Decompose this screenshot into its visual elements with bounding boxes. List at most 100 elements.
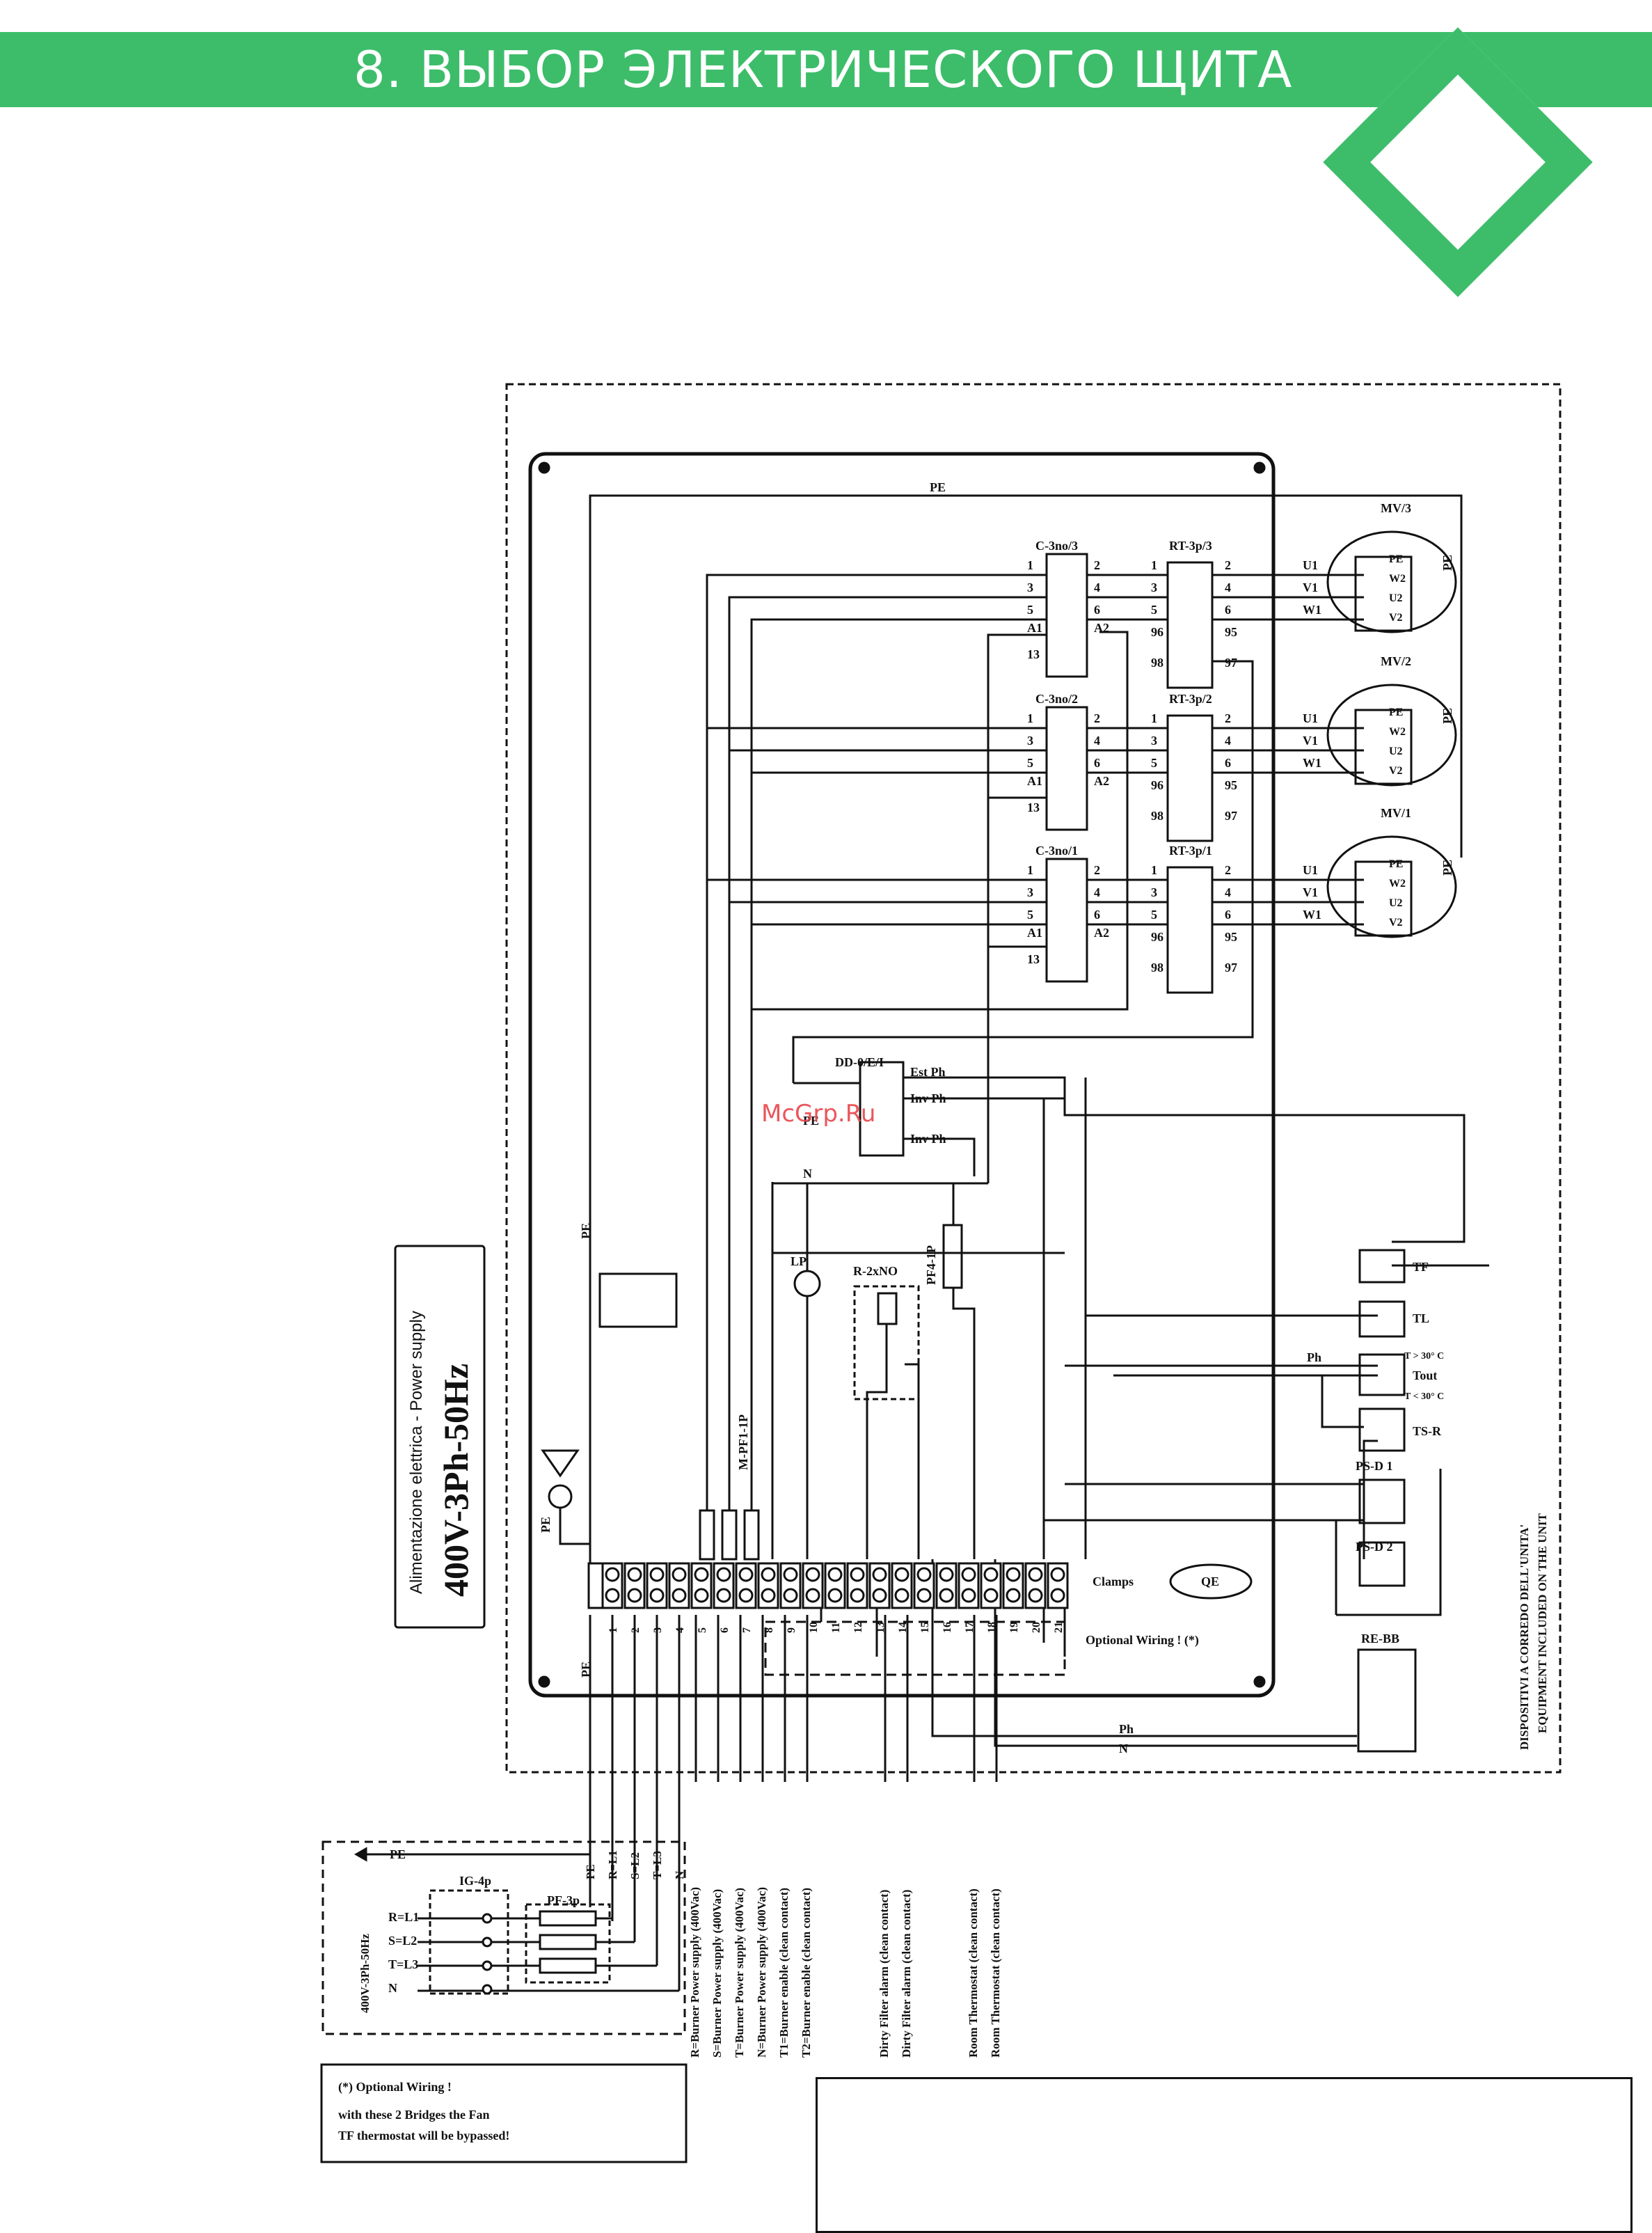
terminal-screw <box>738 1588 754 1603</box>
motor-pe-label: PE <box>1440 860 1454 876</box>
sensor-psd2 <box>1358 1541 1406 1587</box>
terminal-screw <box>761 1588 776 1603</box>
terminal-screw <box>716 1567 731 1582</box>
relay-pin: 95 <box>1225 625 1237 639</box>
relay-pin: 1 <box>1151 558 1157 572</box>
relay-pin: 98 <box>1151 809 1163 823</box>
ph-sensor-label: Ph <box>1307 1350 1321 1364</box>
terminal-description: T1=Burner enable (clean contact) <box>777 1888 791 2058</box>
mains-pe-label: PE <box>390 1847 406 1861</box>
relay-pin: 4 <box>1225 885 1231 899</box>
dd-label: DD-0/E/I <box>835 1055 884 1069</box>
note-line-1: (*) Optional Wiring ! <box>338 2080 452 2094</box>
page-title: 8. ВЫБОР ЭЛЕКТРИЧЕСКОГО ЩИТА <box>354 40 1293 99</box>
terminal-number: 15 <box>919 1622 931 1633</box>
pe-bottom-label: PE <box>579 1662 593 1678</box>
terminal-screw <box>1050 1588 1065 1603</box>
terminal-number: 14 <box>897 1622 909 1633</box>
terminal-screw <box>894 1567 910 1582</box>
relay-pin: 2 <box>1225 711 1231 725</box>
motor-phase-label: V1 <box>1303 885 1318 899</box>
relay-pin: 5 <box>1151 603 1157 617</box>
mains-ig-label: IG-4p <box>459 1874 491 1888</box>
optional-note-box <box>320 2063 688 2163</box>
terminal-screw <box>694 1567 709 1582</box>
supply-line-label: S=L2 <box>388 1934 417 1948</box>
thermal-relay-box <box>1166 866 1214 994</box>
terminal-description: T2=Burner enable (clean contact) <box>800 1888 813 2058</box>
terminal-screw <box>939 1588 954 1603</box>
motor-pin: V2 <box>1389 917 1403 929</box>
ig-contact <box>482 1960 493 1971</box>
contactor-box <box>1045 553 1088 678</box>
relay-pin: 98 <box>1151 656 1163 670</box>
terminal-screw <box>961 1567 976 1582</box>
relay-pin: 4 <box>1225 581 1231 594</box>
motor-pin: V2 <box>1389 765 1403 777</box>
contactor-pin: A2 <box>1094 774 1109 788</box>
ig-contact <box>482 1913 493 1924</box>
contactor-pin: 13 <box>1027 647 1040 661</box>
terminal-screw <box>850 1567 865 1582</box>
motor-pin: PE <box>1389 707 1403 718</box>
relay-pin: 96 <box>1151 625 1163 639</box>
terminal-screw <box>627 1588 642 1603</box>
supply-vertical-label: PE <box>584 1864 597 1879</box>
motor-pe-label: PE <box>1440 555 1454 571</box>
terminal-number: 10 <box>808 1622 820 1633</box>
contactor-pin: 3 <box>1027 734 1033 748</box>
terminal-screw <box>649 1588 665 1603</box>
relay-pin: 1 <box>1151 711 1157 725</box>
terminal-screw <box>850 1588 865 1603</box>
motor-pin: U2 <box>1389 745 1403 757</box>
qe-label: QE <box>1201 1575 1219 1588</box>
terminal-number: 19 <box>1008 1622 1020 1633</box>
relay-pin: 2 <box>1225 863 1231 877</box>
pe-top-label: PE <box>930 480 946 494</box>
supply-vertical-label: R=L1 <box>606 1850 619 1879</box>
psd1-label: PS-D 1 <box>1356 1459 1393 1473</box>
contactor-pin: A1 <box>1027 926 1042 940</box>
terminal-number: 7 <box>741 1627 753 1633</box>
relay-pin: 6 <box>1225 908 1231 922</box>
motor-label: MV/2 <box>1381 654 1411 668</box>
contactor-pin: 1 <box>1027 863 1033 877</box>
header-banner <box>0 32 1652 107</box>
motor-label: MV/1 <box>1381 806 1411 820</box>
terminal-screw <box>961 1588 976 1603</box>
terminal-description: Room Thermostat (clean contact) <box>967 1888 980 2058</box>
contactor-pin: 4 <box>1094 885 1100 899</box>
terminal-screw <box>761 1567 776 1582</box>
motor-phase-label: V1 <box>1303 581 1318 594</box>
terminal-screw <box>1028 1567 1043 1582</box>
fuse-m-pf1 <box>743 1509 760 1561</box>
terminal-screw <box>805 1588 820 1603</box>
terminal-screw <box>827 1588 843 1603</box>
supply-vertical-label: S=L2 <box>628 1852 642 1879</box>
relay-pin: 6 <box>1225 603 1231 617</box>
contactor-label: C-3no/3 <box>1035 539 1078 553</box>
terminal-screw <box>983 1588 999 1603</box>
terminal-screw <box>872 1588 887 1603</box>
terminal-screw <box>649 1567 665 1582</box>
terminal-screw <box>827 1567 843 1582</box>
terminal-screw <box>916 1588 932 1603</box>
supply-line-label: T=L3 <box>388 1957 418 1971</box>
clamps-label: Clamps <box>1093 1575 1134 1588</box>
relay-pin: 5 <box>1151 756 1157 770</box>
motor-pe-label: PE <box>1440 708 1454 724</box>
relay-pin: 96 <box>1151 930 1163 944</box>
terminal-number: 4 <box>674 1627 686 1633</box>
relay-pin: 5 <box>1151 908 1157 922</box>
fuse-m-pf1 <box>721 1509 738 1561</box>
contactor-pin: 5 <box>1027 603 1033 617</box>
motor-label: MV/3 <box>1381 501 1411 515</box>
contactor-pin: 13 <box>1027 800 1040 814</box>
m-pf1-label: M-PF1-1P <box>736 1414 750 1470</box>
contactor-pin: 1 <box>1027 711 1033 725</box>
motor-terminal-box <box>1354 555 1413 632</box>
equipment-it-label: DISPOSITIVI A CORREDO DELL'UNITA' <box>1518 1524 1531 1750</box>
ps-caption: Alimentazione elettrica - Power supply <box>407 1311 426 1594</box>
motor-phase-label: U1 <box>1303 711 1318 725</box>
terminal-description: Dirty Filter alarm (clean contact) <box>900 1890 913 2058</box>
